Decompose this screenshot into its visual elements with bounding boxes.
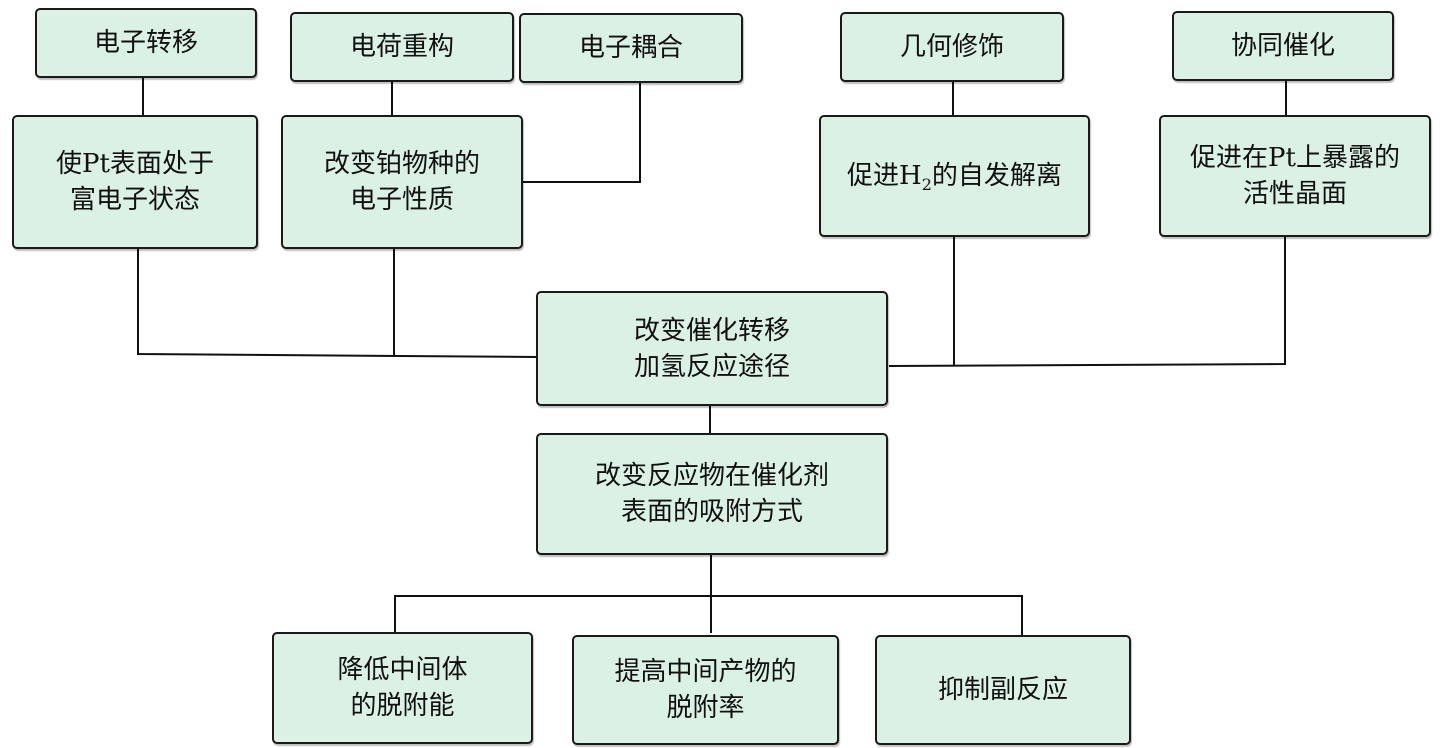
node-label: 电荷重构 bbox=[349, 32, 454, 62]
node-synergistic-catalysis: 协同催化 bbox=[1172, 11, 1394, 81]
node-label: 改变反应物在催化剂 表面的吸附方式 bbox=[594, 461, 829, 527]
connector bbox=[521, 82, 641, 183]
node-label: 协同催化 bbox=[1230, 31, 1335, 61]
node-label: 提高中间产物的 脱附率 bbox=[614, 657, 797, 723]
node-label: 抑制副反应 bbox=[937, 675, 1068, 705]
subscript: 2 bbox=[921, 175, 932, 195]
node-label: 促进在Pt上暴露的 活性晶面 bbox=[1190, 143, 1400, 209]
node-pt-species-properties: 改变铂物种的 电子性质 bbox=[281, 115, 523, 249]
node-label: 降低中间体 的脱附能 bbox=[337, 655, 468, 721]
node-label: 电子耦合 bbox=[578, 33, 683, 63]
node-h2-dissociation: 促进H2的自发解离 bbox=[819, 115, 1090, 237]
node-pathway-change: 改变催化转移 加氢反应途径 bbox=[536, 291, 888, 406]
connector bbox=[394, 595, 1023, 636]
node-label: 几何修饰 bbox=[899, 32, 1004, 62]
node-label-text: 促进H bbox=[847, 161, 922, 191]
connector bbox=[888, 237, 1286, 367]
node-raise-desorption-rate: 提高中间产物的 脱附率 bbox=[572, 635, 839, 745]
node-label: 改变催化转移 加氢反应途径 bbox=[633, 315, 790, 382]
node-charge-reconstruction: 电荷重构 bbox=[290, 12, 514, 82]
node-label-text: 的自发解离 bbox=[931, 161, 1062, 191]
node-lower-desorption-energy: 降低中间体 的脱附能 bbox=[272, 632, 533, 744]
node-electron-transfer: 电子转移 bbox=[35, 8, 257, 78]
node-pt-electron-rich: 使Pt表面处于 富电子状态 bbox=[12, 115, 258, 249]
node-electronic-coupling: 电子耦合 bbox=[519, 13, 743, 83]
connector bbox=[137, 248, 538, 358]
node-pt-active-facets: 促进在Pt上暴露的 活性晶面 bbox=[1159, 115, 1431, 237]
node-adsorption-mode: 改变反应物在催化剂 表面的吸附方式 bbox=[536, 433, 888, 555]
node-label: 改变铂物种的 电子性质 bbox=[323, 149, 480, 215]
node-geometric-modification: 几何修饰 bbox=[840, 12, 1064, 82]
node-suppress-side-reactions: 抑制副反应 bbox=[875, 635, 1131, 745]
node-label: 电子转移 bbox=[93, 28, 198, 58]
node-label: 促进H2的自发解离 bbox=[847, 158, 1062, 194]
node-label: 使Pt表面处于 富电子状态 bbox=[56, 149, 214, 215]
